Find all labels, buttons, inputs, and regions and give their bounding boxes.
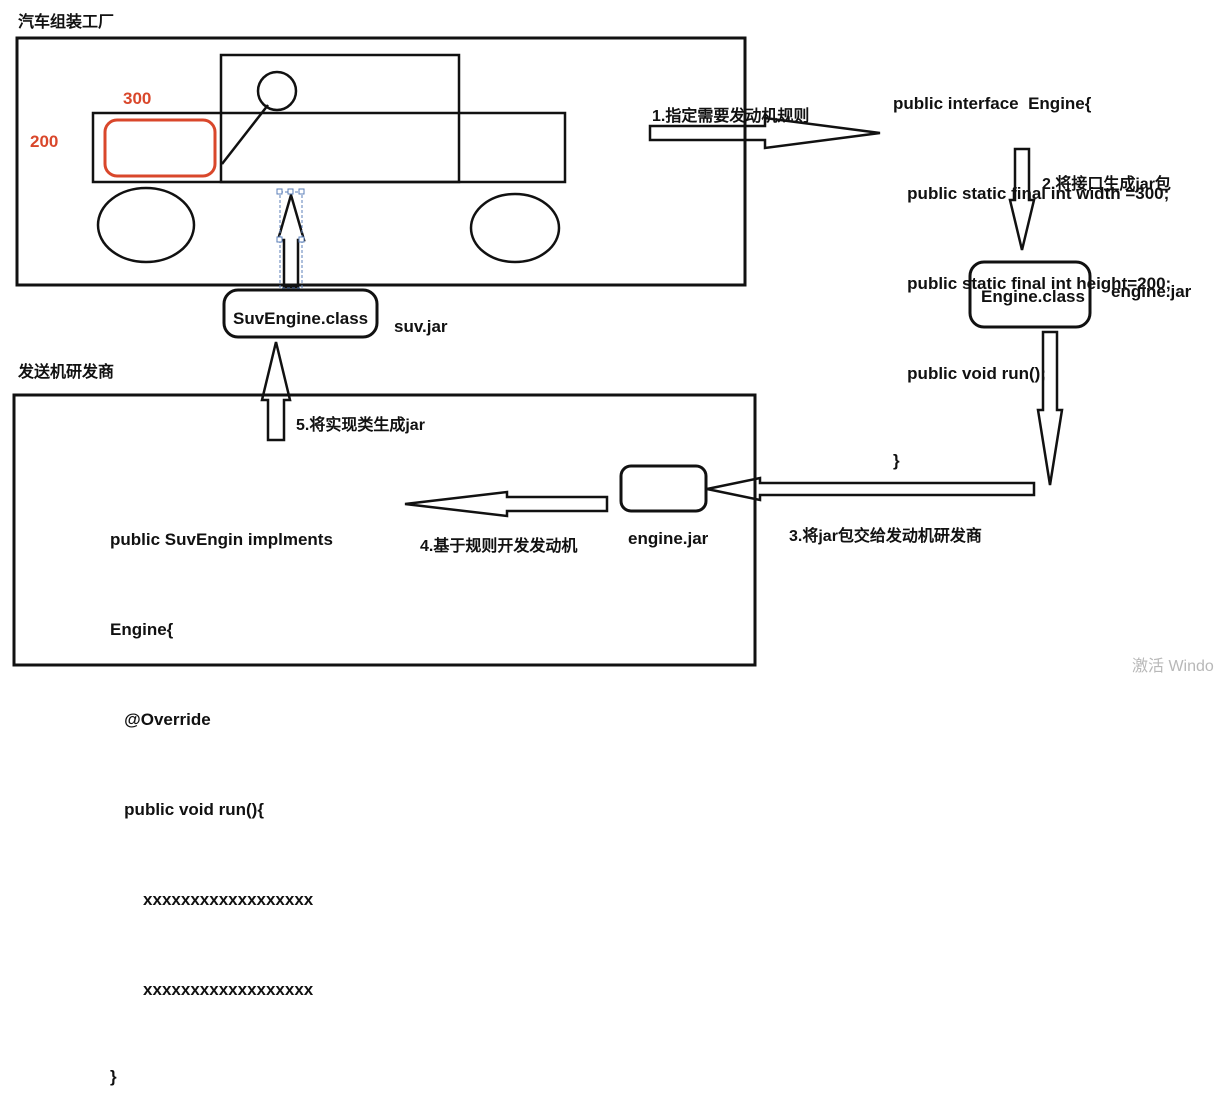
selection-handle-tr (298, 188, 305, 195)
interface-line: public interface Engine{ (893, 94, 1092, 113)
width-label: 300 (123, 89, 152, 108)
rear-wheel (469, 192, 561, 264)
selection-handle-mr (298, 236, 305, 243)
vendor-code-line: public SuvEngin implments (110, 530, 333, 549)
vendor-code-line: xxxxxxxxxxxxxxxxxx (110, 890, 314, 909)
arrow-step3-left (706, 476, 1036, 502)
vendor-code-line: } (110, 1067, 117, 1086)
front-wheel (96, 186, 196, 264)
arrow-into-car (276, 190, 306, 289)
vendor-code-line: @Override (110, 710, 211, 729)
steering-column (221, 104, 269, 165)
selection-handle-ml (276, 236, 283, 243)
step5-label: 5.将实现类生成jar (296, 417, 425, 434)
arrow-step5 (260, 341, 292, 442)
engine-class-label: Engine.class (981, 287, 1085, 306)
step4-label: 4.基于规则开发发动机 (420, 538, 578, 555)
vendor-code-line: xxxxxxxxxxxxxxxxxx (110, 980, 314, 999)
steering-wheel (256, 70, 298, 112)
step3-label: 3.将jar包交给发动机研发商 (789, 528, 982, 545)
interface-line: } (893, 451, 900, 470)
suv-class-node (222, 288, 379, 339)
suv-jar-label: suv.jar (394, 317, 448, 336)
arrow-step3-down (1036, 330, 1064, 486)
height-label: 200 (30, 132, 59, 151)
vendor-box (12, 393, 757, 667)
vendor-code: public SuvEngin implments Engine{ @Overr… (110, 465, 333, 1119)
engine-interface-code: public interface Engine{ public static f… (893, 29, 1171, 503)
engine-jar-right-label: engine.jar (1111, 282, 1192, 301)
step1-label: 1.指定需要发动机规则 (652, 108, 810, 125)
engine-jar-mid-label: engine.jar (628, 529, 709, 548)
factory-box (15, 36, 747, 287)
vendor-code-line: public void run(){ (110, 800, 264, 819)
interface-line: public static final int height=200; (893, 274, 1172, 293)
interface-line: public void run(); (893, 364, 1046, 383)
engine-jar-node (619, 464, 708, 513)
engine-class-node (968, 260, 1092, 329)
interface-line: public static final int width =300; (893, 184, 1170, 203)
selection-handle-tl (276, 188, 283, 195)
factory-title: 汽车组装工厂 (18, 14, 115, 31)
arrow-step2 (1008, 147, 1036, 251)
activation-watermark: 激活 Windo (1132, 658, 1214, 675)
suv-class-label: SuvEngine.class (233, 309, 369, 328)
car-body (91, 111, 567, 184)
step2-label: 2.将接口生成jar包 (1042, 176, 1171, 193)
arrow-step4 (404, 490, 609, 518)
selection-handle-top (287, 188, 294, 195)
diagram-canvas (12, 36, 1092, 667)
arrow-step1 (648, 116, 881, 150)
vendor-code-line: Engine{ (110, 620, 174, 639)
engine-slot (103, 118, 217, 178)
vendor-title: 发送机研发商 (18, 364, 115, 381)
